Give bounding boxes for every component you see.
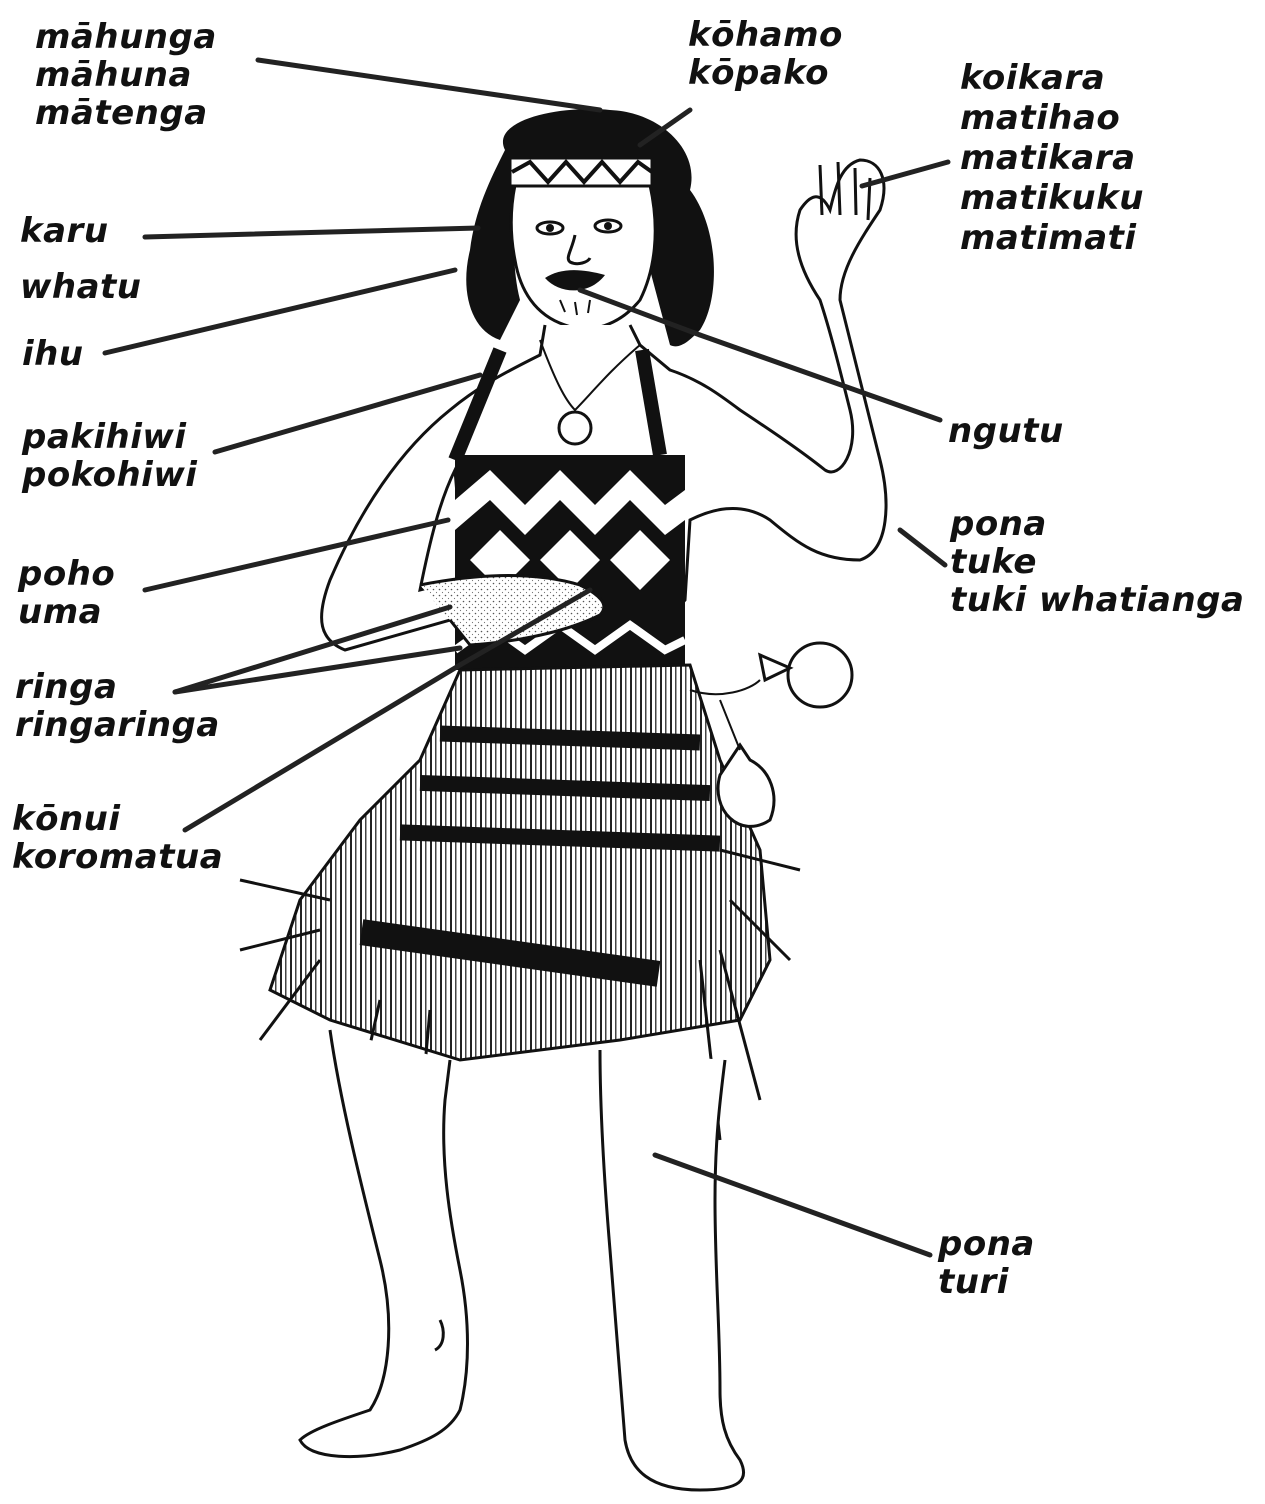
label-chest: poho uma <box>18 555 115 631</box>
label-back-of-head: kōhamo kōpako <box>688 16 843 92</box>
label-line: pona <box>950 505 1244 543</box>
label-line: māhuna <box>35 56 217 94</box>
label-line: ringa <box>15 668 220 706</box>
label-eye: karu whatu <box>20 203 142 315</box>
label-line: tuke <box>950 543 1244 581</box>
label-line: uma <box>18 593 115 631</box>
label-line: koikara <box>960 58 1144 98</box>
pouch-round <box>788 643 852 707</box>
label-line: matikuku <box>960 178 1144 218</box>
label-lips: ngutu <box>948 412 1064 450</box>
label-head: māhunga māhuna mātenga <box>35 18 217 132</box>
label-line: turi <box>938 1263 1035 1301</box>
label-line: tuki whatianga <box>950 581 1244 619</box>
face <box>511 185 655 329</box>
label-line: pakihiwi <box>22 418 197 456</box>
label-line: pokohiwi <box>22 456 197 494</box>
pendant <box>559 412 591 444</box>
label-elbow: pona tuke tuki whatianga <box>950 505 1244 619</box>
leader-nose <box>105 270 455 353</box>
label-line: kōnui <box>12 800 223 838</box>
leader-head <box>258 60 600 110</box>
label-fingers: koikara matihao matikara matikuku matima… <box>960 58 1144 258</box>
skirt <box>270 665 770 1060</box>
label-line: kōpako <box>688 54 843 92</box>
label-line: matimati <box>960 218 1144 258</box>
pouch-small <box>718 745 774 826</box>
label-line: matihao <box>960 98 1144 138</box>
label-line: māhunga <box>35 18 217 56</box>
leader-eye <box>145 228 478 237</box>
label-shoulder: pakihiwi pokohiwi <box>22 418 197 494</box>
label-line: mātenga <box>35 94 217 132</box>
label-line: whatu <box>20 259 142 315</box>
label-thumb: kōnui koromatua <box>12 800 223 876</box>
label-line: ngutu <box>948 412 1064 450</box>
leader-elbow <box>900 530 945 565</box>
label-line: kōhamo <box>688 16 843 54</box>
label-line: ringaringa <box>15 706 220 744</box>
leg-left <box>300 1030 468 1457</box>
label-nose: ihu <box>22 335 84 373</box>
label-line: koromatua <box>12 838 223 876</box>
leg-right <box>600 1050 744 1490</box>
label-line: ihu <box>22 335 84 373</box>
label-knee: pona turi <box>938 1225 1035 1301</box>
label-line: matikara <box>960 138 1144 178</box>
label-line: pona <box>938 1225 1035 1263</box>
label-line: poho <box>18 555 115 593</box>
label-line: karu <box>20 203 142 259</box>
label-hand: ringa ringaringa <box>15 668 220 744</box>
